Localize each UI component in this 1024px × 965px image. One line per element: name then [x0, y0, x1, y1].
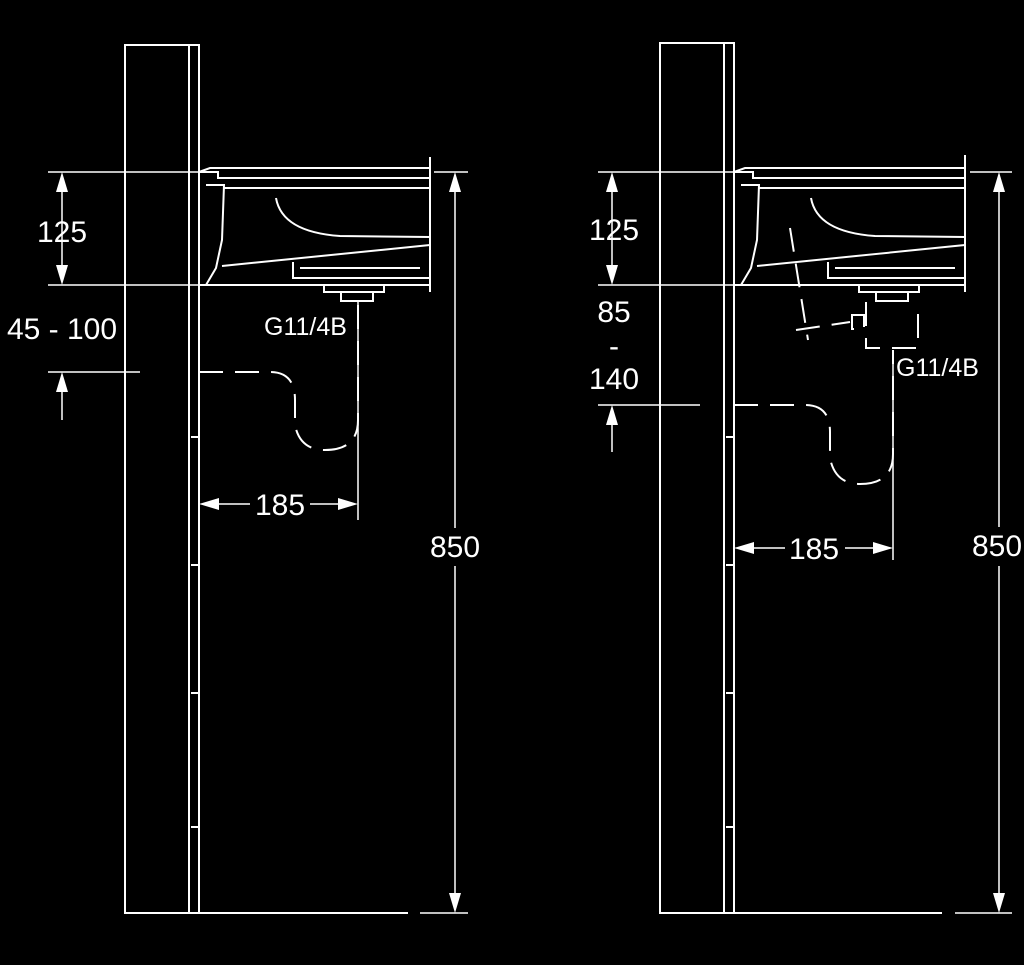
right-dim-drop: 85 - 140 — [589, 296, 639, 452]
right-wall-joints — [726, 436, 734, 828]
left-wall-joints — [191, 436, 199, 828]
left-dim-offset-label: 185 — [255, 489, 305, 522]
right-trap — [734, 350, 894, 486]
right-basin — [733, 155, 966, 302]
right-outlet-box — [865, 302, 919, 349]
right-dim-offset: 185 — [734, 533, 893, 566]
left-wall-panel — [188, 44, 200, 914]
left-trap — [199, 302, 359, 452]
left-dim-basin-height: 125 — [37, 172, 87, 285]
right-dim-total-height-label: 850 — [972, 530, 1022, 563]
right-view: 125 85 - 140 G11/4B 185 850 — [589, 42, 1022, 914]
right-dim-drop-bottom: 140 — [589, 363, 639, 396]
right-thread-label: G11/4B — [896, 354, 979, 382]
left-thread-label: G11/4B — [264, 313, 347, 341]
left-dim-total-height-label: 850 — [430, 531, 480, 564]
right-drain-pipe — [789, 227, 809, 341]
right-dim-basin-height: 125 — [589, 172, 639, 285]
left-dim-total-height: 850 — [420, 171, 480, 914]
left-dim-drop: 45 - 100 — [7, 313, 117, 420]
right-dim-total-height: 850 — [955, 171, 1022, 914]
left-dim-drop-label: 45 - 100 — [7, 313, 117, 346]
right-drain-fitting — [851, 314, 865, 330]
left-view: 125 45 - 100 G11/4B 185 850 — [7, 44, 480, 914]
left-dim-basin-height-label: 125 — [37, 216, 87, 249]
right-wall-panel — [723, 42, 735, 914]
left-wall — [124, 44, 190, 914]
right-dim-drop-top: 85 — [597, 296, 630, 329]
right-dim-offset-label: 185 — [789, 533, 839, 566]
right-dim-basin-height-label: 125 — [589, 214, 639, 247]
left-basin — [198, 157, 431, 302]
left-dim-offset: 185 — [199, 489, 358, 522]
right-dim-drop-sep: - — [609, 330, 619, 363]
right-wall — [659, 42, 725, 914]
right-drain-branch — [795, 321, 851, 331]
